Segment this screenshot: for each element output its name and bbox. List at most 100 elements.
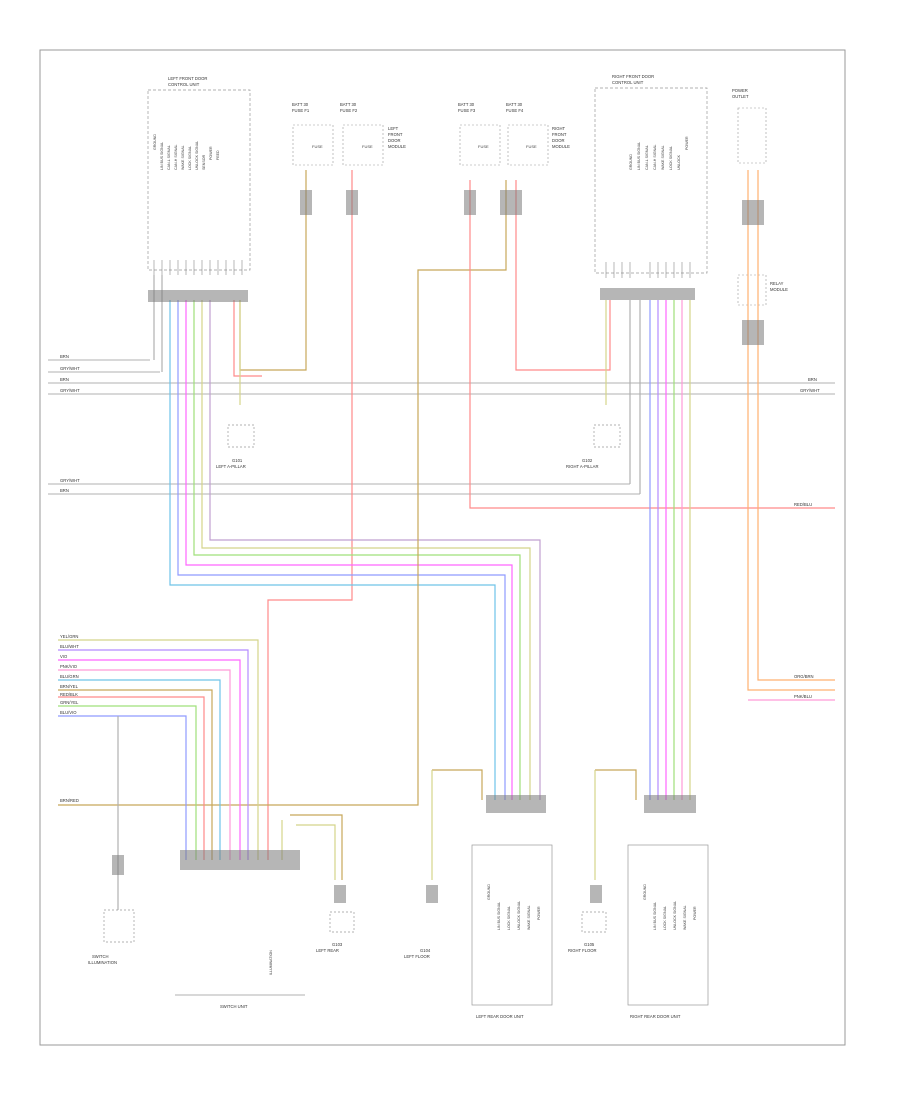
svg-text:GROUND: GROUND [153, 134, 157, 150]
svg-text:GRY/WHT: GRY/WHT [60, 366, 80, 371]
svg-text:MODULE: MODULE [388, 144, 406, 149]
left-fuse-block: BATT 30 FUSE F1 BATT 30 FUSE F2 FUSE FUS… [292, 102, 406, 166]
svg-text:BRN/RED: BRN/RED [60, 798, 79, 803]
svg-text:BRN: BRN [60, 377, 69, 382]
svg-text:DOOR: DOOR [552, 138, 565, 143]
ground-labels: G101 LEFT A-PILLAR G102 RIGHT A-PILLAR G… [88, 458, 599, 965]
svg-text:ORG/BRN: ORG/BRN [794, 674, 814, 679]
svg-text:FUSE F4: FUSE F4 [506, 108, 524, 113]
bottom-module-labels: LEFT REAR DOOR UNIT RIGHT REAR DOOR UNIT… [220, 1004, 681, 1019]
svg-text:FUSE: FUSE [362, 144, 373, 149]
svg-text:WAKE SIGNAL: WAKE SIGNAL [683, 905, 687, 930]
svg-text:WAKE SIGNAL: WAKE SIGNAL [181, 145, 185, 170]
svg-text:BATT 30: BATT 30 [340, 102, 357, 107]
svg-text:BLU/GRN: BLU/GRN [60, 674, 79, 679]
svg-text:G104: G104 [420, 948, 431, 953]
svg-text:FUSE: FUSE [478, 144, 489, 149]
svg-text:ILLUMINATION: ILLUMINATION [269, 950, 273, 975]
svg-text:RIGHT FRONT DOOR: RIGHT FRONT DOOR [612, 74, 654, 79]
svg-text:LIN BUS SIGNAL: LIN BUS SIGNAL [497, 902, 501, 930]
svg-text:FEED: FEED [216, 150, 220, 160]
svg-text:UNLOCK SIGNAL: UNLOCK SIGNAL [673, 901, 677, 930]
svg-text:FRONT: FRONT [388, 132, 403, 137]
svg-text:RIGHT FLOOR: RIGHT FLOOR [568, 948, 597, 953]
svg-text:G103: G103 [332, 942, 343, 947]
power-outlet-component: POWER OUTLET RELAY MODULE [732, 88, 788, 306]
svg-text:PNK/BLU: PNK/BLU [794, 694, 812, 699]
svg-text:RIGHT: RIGHT [552, 126, 565, 131]
svg-text:YEL/GRN: YEL/GRN [60, 634, 78, 639]
svg-text:BRN: BRN [60, 354, 69, 359]
svg-text:LOCK SIGNAL: LOCK SIGNAL [507, 906, 511, 930]
svg-text:G101: G101 [232, 458, 243, 463]
svg-text:G105: G105 [584, 942, 595, 947]
svg-text:G102: G102 [582, 458, 593, 463]
svg-text:SWITCH UNIT: SWITCH UNIT [220, 1004, 248, 1009]
svg-text:UNLOCK SIGNAL: UNLOCK SIGNAL [195, 141, 199, 170]
svg-text:WAKE SIGNAL: WAKE SIGNAL [527, 905, 531, 930]
svg-text:LEFT REAR DOOR UNIT: LEFT REAR DOOR UNIT [476, 1014, 524, 1019]
svg-text:PNK/VIO: PNK/VIO [60, 664, 78, 669]
svg-text:SWITCH: SWITCH [92, 954, 109, 959]
wires [58, 170, 835, 910]
diagram-frame [39, 49, 846, 1046]
svg-text:CONTROL UNIT: CONTROL UNIT [168, 82, 200, 87]
svg-text:GRY/WHT: GRY/WHT [800, 388, 820, 393]
right-seat-module: RIGHT FRONT DOOR CONTROL UNIT GROUND LIN… [594, 74, 708, 278]
svg-text:LEFT REAR: LEFT REAR [316, 948, 339, 953]
svg-text:CONTROL UNIT: CONTROL UNIT [612, 80, 644, 85]
svg-text:LIN BUS SIGNAL: LIN BUS SIGNAL [653, 902, 657, 930]
svg-text:BRN: BRN [60, 488, 69, 493]
svg-text:POWER: POWER [685, 136, 689, 150]
svg-text:LOCK SIGNAL: LOCK SIGNAL [188, 146, 192, 170]
svg-text:UNLOCK: UNLOCK [677, 154, 681, 170]
svg-text:BRN/YEL: BRN/YEL [60, 684, 79, 689]
bottom-modules [175, 844, 709, 1006]
svg-text:RIGHT REAR DOOR UNIT: RIGHT REAR DOOR UNIT [630, 1014, 681, 1019]
right-fuse-block: BATT 30 FUSE F3 BATT 30 FUSE F4 FUSE FUS… [458, 102, 570, 166]
svg-text:ILLUMINATION: ILLUMINATION [88, 960, 117, 965]
svg-text:DOOR: DOOR [388, 138, 401, 143]
svg-text:FUSE: FUSE [526, 144, 537, 149]
svg-text:GROUND: GROUND [629, 154, 633, 170]
svg-text:OUTLET: OUTLET [732, 94, 749, 99]
svg-text:BLU/WHT: BLU/WHT [60, 644, 79, 649]
svg-text:GROUND: GROUND [487, 884, 491, 900]
ground-symbols [103, 424, 621, 943]
svg-text:GRY/WHT: GRY/WHT [60, 478, 80, 483]
svg-text:GRY/WHT: GRY/WHT [60, 388, 80, 393]
svg-text:BRN: BRN [808, 377, 817, 382]
svg-text:FUSE: FUSE [312, 144, 323, 149]
svg-text:FUSE F3: FUSE F3 [458, 108, 476, 113]
svg-text:RIGHT A-PILLAR: RIGHT A-PILLAR [566, 464, 599, 469]
svg-text:RED/BLU: RED/BLU [794, 502, 812, 507]
svg-text:SENSOR: SENSOR [202, 154, 206, 170]
svg-text:LEFT FLOOR: LEFT FLOOR [404, 954, 430, 959]
svg-text:POWER: POWER [209, 146, 213, 160]
svg-text:LEFT FRONT DOOR: LEFT FRONT DOOR [168, 76, 207, 81]
svg-text:GROUND: GROUND [643, 884, 647, 900]
svg-text:LEFT A-PILLAR: LEFT A-PILLAR [216, 464, 246, 469]
svg-text:LOCK SIGNAL: LOCK SIGNAL [663, 906, 667, 930]
bus-lines [48, 359, 835, 495]
svg-text:LEFT: LEFT [388, 126, 399, 131]
svg-text:POWER: POWER [732, 88, 748, 93]
left-seat-module: LEFT FRONT DOOR CONTROL UNIT GROUND LIN … [147, 76, 251, 275]
svg-text:BATT 30: BATT 30 [506, 102, 523, 107]
svg-text:MODULE: MODULE [552, 144, 570, 149]
svg-text:CAN-L SIGNAL: CAN-L SIGNAL [645, 145, 649, 170]
svg-text:BLU/VIO: BLU/VIO [60, 710, 77, 715]
svg-text:CAN-H SIGNAL: CAN-H SIGNAL [174, 144, 178, 170]
svg-text:BATT 30: BATT 30 [292, 102, 309, 107]
svg-text:CAN-L SIGNAL: CAN-L SIGNAL [167, 145, 171, 170]
svg-text:MODULE: MODULE [770, 287, 788, 292]
svg-text:LIN BUS SIGNAL: LIN BUS SIGNAL [160, 142, 164, 170]
svg-text:CAN-H SIGNAL: CAN-H SIGNAL [653, 144, 657, 170]
svg-text:POWER: POWER [693, 906, 697, 920]
svg-text:LOCK SIGNAL: LOCK SIGNAL [669, 146, 673, 170]
svg-text:POWER: POWER [537, 906, 541, 920]
svg-text:RED/BLK: RED/BLK [60, 692, 78, 697]
svg-text:FUSE F2: FUSE F2 [340, 108, 358, 113]
bottom-pin-labels: GROUND LIN BUS SIGNAL LOCK SIGNAL UNLOCK… [269, 884, 697, 975]
